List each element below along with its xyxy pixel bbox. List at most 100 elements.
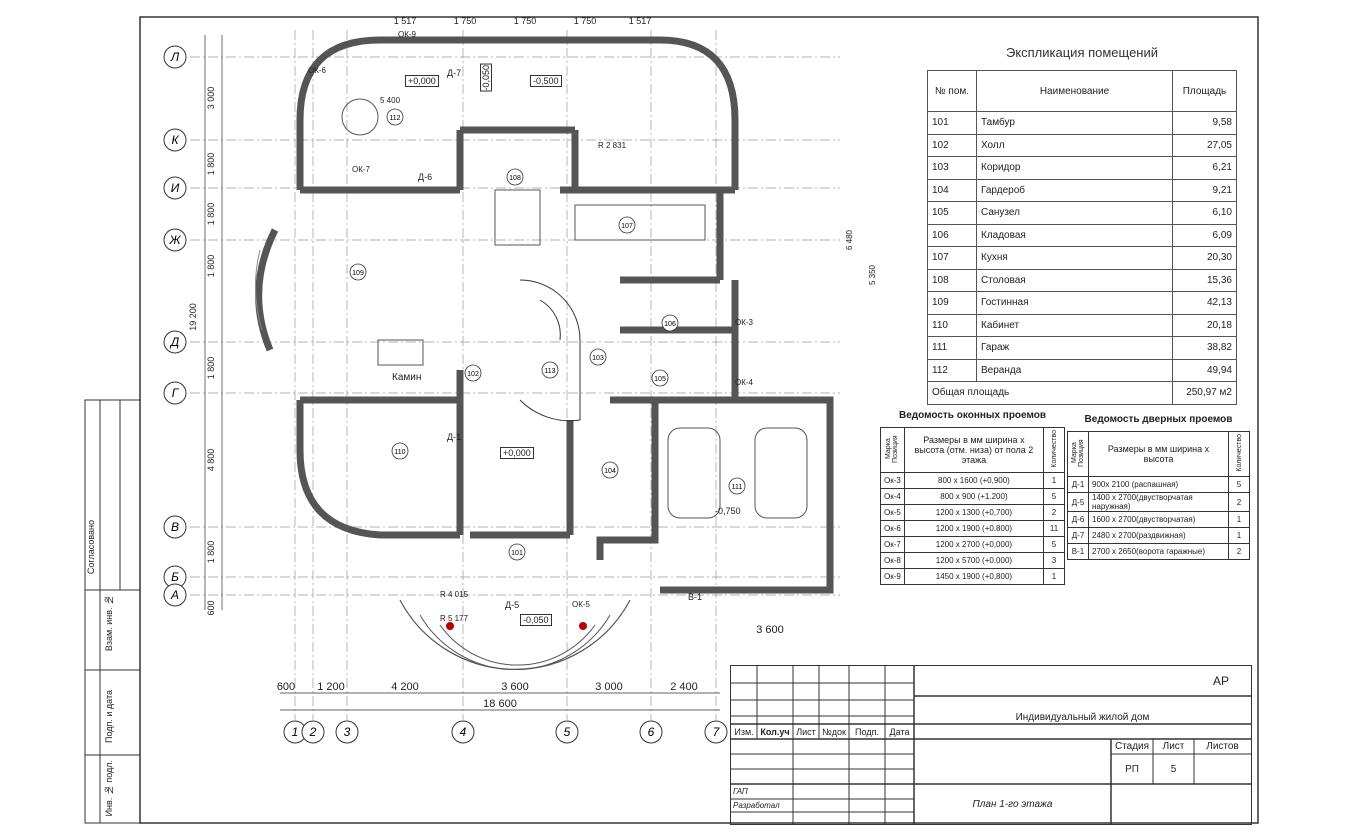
room-number: 107 (618, 216, 636, 234)
row-axis-label: Д (169, 335, 180, 349)
level-mark: -0,050 (520, 614, 552, 626)
radius-label: R 4 015 (440, 590, 469, 599)
title-block-column: №док (822, 726, 846, 737)
door-schedule: Ведомость дверных проемов Марка Позиция … (1067, 414, 1250, 560)
table-cell: Холл (976, 133, 1173, 157)
table-cell: Гостинная (976, 291, 1173, 315)
walls (296, 36, 834, 594)
table-cell: 101 (927, 111, 977, 135)
table-cell: 5 (1228, 476, 1250, 493)
radius-label: R 2 831 (598, 141, 627, 150)
room-number-label: 104 (604, 468, 616, 475)
title-block-column: Дата (889, 726, 910, 737)
door-mark: Д-5 (505, 600, 520, 610)
room-number: 105 (651, 369, 669, 387)
table-cell: Кладовая (976, 223, 1173, 247)
table-cell: Столовая (976, 268, 1173, 292)
table-cell: 49,94 (1172, 358, 1237, 382)
window-mark: ОК-5 (572, 600, 590, 609)
sheet-title: План 1-го этажа (972, 798, 1053, 810)
table-cell: 3 (1043, 552, 1065, 569)
door-mark: В-1 (688, 592, 703, 602)
table-cell: Коридор (976, 156, 1173, 180)
table-cell: 20,30 (1172, 246, 1237, 270)
column-axis-marker: 3 (335, 720, 359, 744)
dimension-label: 1 200 (317, 681, 345, 693)
table-cell: 105 (927, 201, 977, 225)
table-cell: Веранда (976, 358, 1173, 382)
table-cell: 5 (1043, 488, 1065, 505)
row-axis-label: Г (172, 386, 180, 400)
table-cell: 104 (927, 178, 977, 202)
table-cell: 2 (1228, 543, 1250, 560)
table-cell: 38,82 (1172, 336, 1237, 360)
table-cell: 111 (927, 336, 977, 360)
table-cell: 1 (1228, 527, 1250, 544)
role-label: Разработал (733, 801, 780, 810)
table-cell: Д-6 (1067, 511, 1089, 528)
room-number-label: 105 (654, 376, 666, 383)
doc-code: АР (1212, 674, 1229, 688)
table-cell: 109 (927, 291, 977, 315)
table-cell: 1200 х 1900 (+0.800) (903, 520, 1045, 537)
col-header: № пом. (927, 70, 977, 112)
row-axis-label: К (171, 133, 179, 147)
dimension-total: 18 600 (483, 698, 517, 710)
stamp-inv-no: Инв. № подл. (104, 760, 114, 817)
staircase (519, 279, 581, 422)
table-cell: 102 (927, 133, 977, 157)
table-cell: 27,05 (1172, 133, 1237, 157)
table-cell: 1450 х 1900 (+0,800) (903, 568, 1045, 585)
row-axis-label: А (170, 588, 179, 602)
room-number-label: 109 (352, 270, 364, 277)
row-axis-label: Ж (168, 233, 181, 247)
table-cell: 5 (1043, 536, 1065, 553)
room-number: 109 (349, 263, 367, 281)
door-schedule-title: Ведомость дверных проемов (1084, 414, 1233, 425)
row-axis-label: Б (171, 570, 179, 584)
stamp-sign-date: Подп. и дата (104, 690, 114, 744)
column-axis-label: 1 (292, 725, 299, 739)
total-row: Общая площадь 250,97 м2 (927, 381, 1237, 405)
level-mark: -0,050 (480, 64, 492, 92)
window-schedule-title: Ведомость оконных проемов (899, 410, 1046, 421)
table-cell: Ок-7 (880, 536, 905, 553)
room-number: 110 (391, 442, 409, 460)
table-cell: 107 (927, 246, 977, 270)
table-cell: 2 (1043, 504, 1065, 521)
level-mark: -0,500 (530, 75, 562, 87)
dimension-label: 1 750 (574, 16, 597, 26)
row-axis-marker: И (163, 176, 187, 200)
fireplace-label: Камин (392, 372, 422, 383)
table-cell: 9,21 (1172, 178, 1237, 202)
table-cell: 1400 х 2700(двустворчатая наружная) (1088, 492, 1229, 512)
table-cell: 2700 х 2650(ворота гаражные) (1088, 543, 1229, 560)
column-axis-label: 4 (460, 725, 467, 739)
dimension-label: 1 750 (514, 16, 537, 26)
dining-table (494, 189, 541, 246)
dimension-label: 1 800 (206, 153, 216, 176)
column-axis-label: 7 (713, 725, 721, 739)
room-number: 108 (506, 168, 524, 186)
table-cell: Гараж (976, 336, 1173, 360)
window-mark: ОК-6 (308, 66, 326, 75)
column-axis-marker: 5 (555, 720, 579, 744)
room-number: 101 (508, 543, 526, 561)
col-header: Количество (1050, 430, 1058, 468)
total-value: 250,97 м2 (1172, 381, 1237, 405)
room-number-label: 107 (621, 223, 633, 230)
room-number-label: 101 (511, 550, 523, 557)
stamp-replaced-inv: Взам. инв. № (104, 595, 114, 652)
table-cell: Гардероб (976, 178, 1173, 202)
